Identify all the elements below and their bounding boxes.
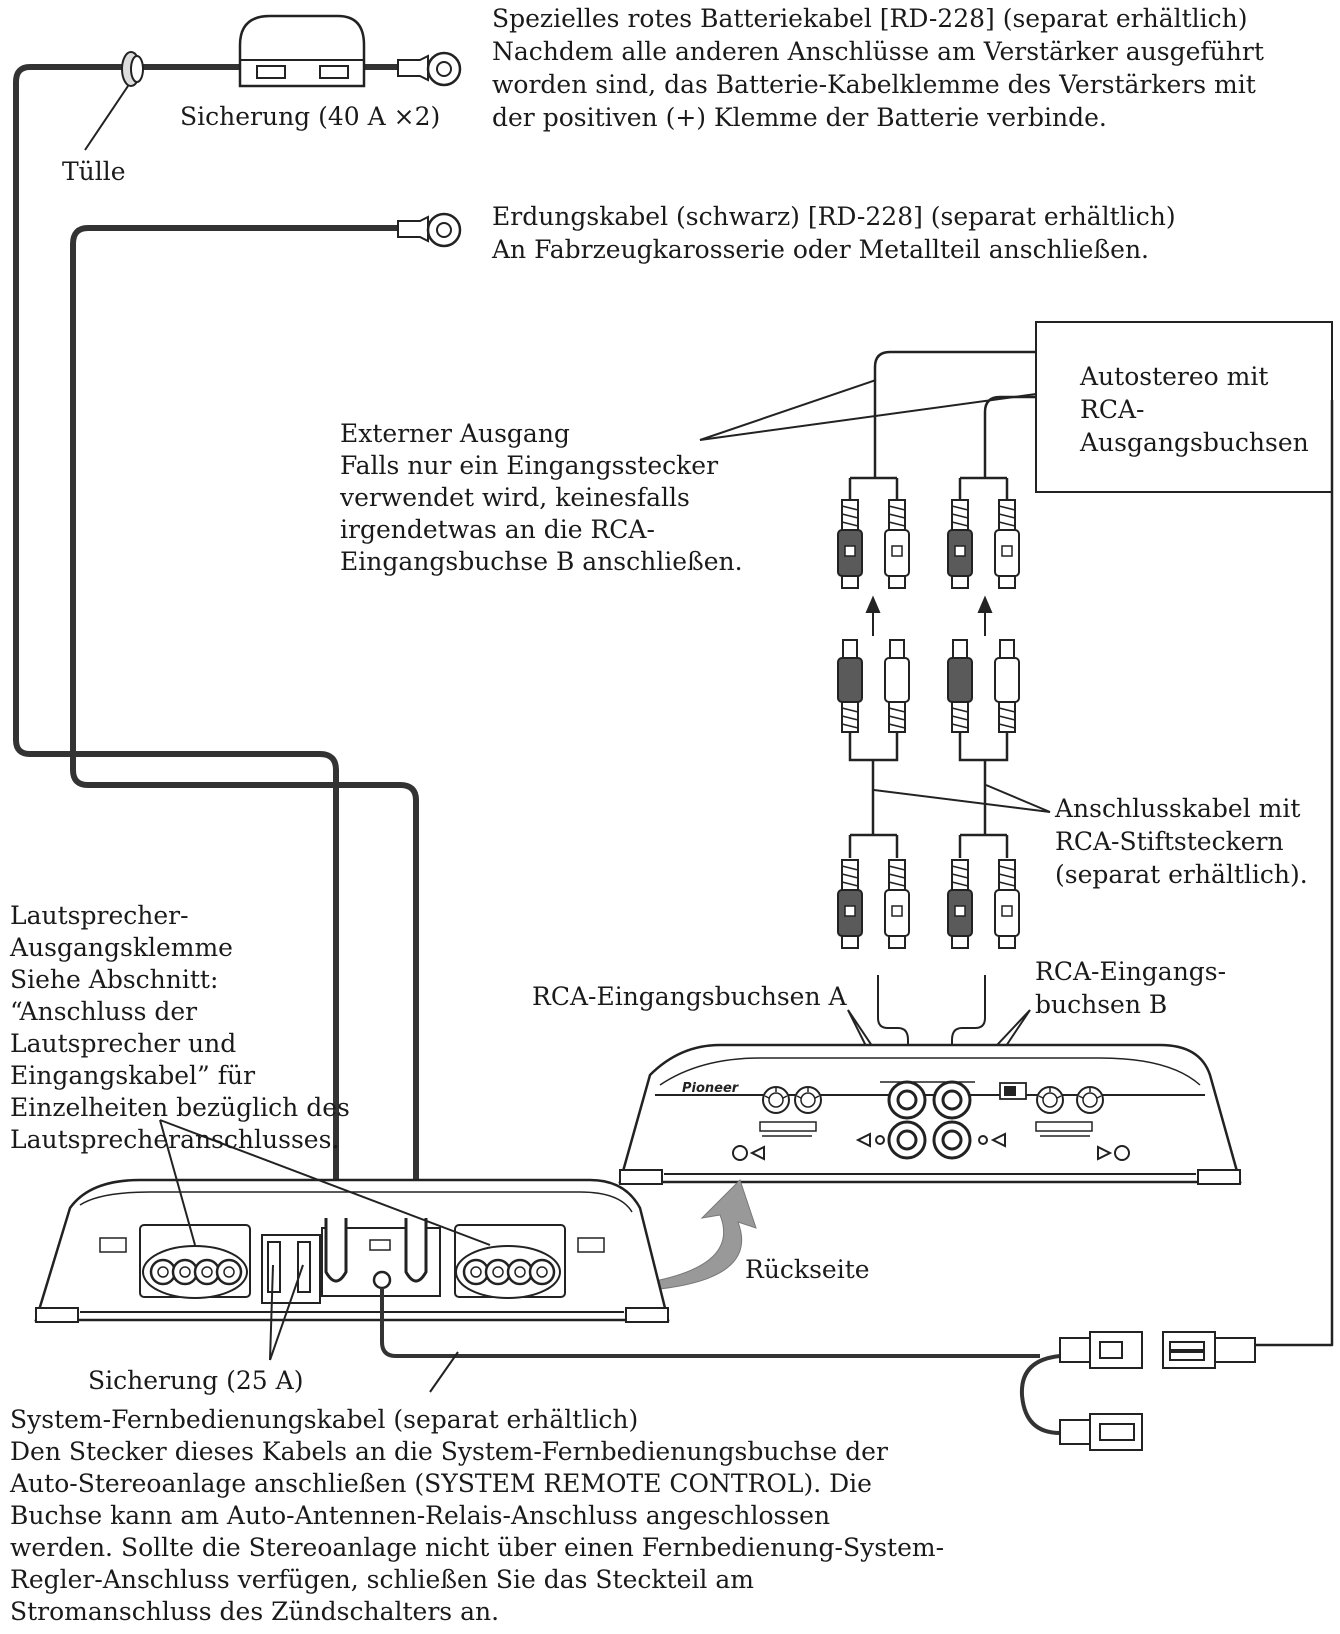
rca-cable-line: Anschlusskabel mit xyxy=(1055,794,1301,823)
battery-cable-line: Spezielles rotes Batteriekabel [RD-228] … xyxy=(492,4,1248,33)
remote-cable-line: Regler-Anschluss verfügen, schließen Sie… xyxy=(10,1565,754,1594)
external-output-note: Externer Ausgang Falls nur ein Eingangss… xyxy=(340,418,743,578)
autostereo-line: Ausgangsbuchsen xyxy=(1080,428,1309,457)
grommet-label: Tülle xyxy=(62,157,126,186)
external-output-line: verwendet wird, keinesfalls xyxy=(340,483,690,512)
battery-ring-terminal-icon xyxy=(397,51,462,87)
speaker-output-line: Eingangskabel” für xyxy=(10,1061,256,1090)
speaker-output-line: Einzelheiten bezüglich des xyxy=(10,1093,350,1122)
remote-cable-line: Den Stecker dieses Kabels an die System-… xyxy=(10,1437,888,1466)
remote-cable-line: Stromanschluss des Zündschalters an. xyxy=(10,1597,500,1626)
battery-cable-line: der positiven (+) Klemme der Batterie ve… xyxy=(492,103,1107,132)
rca-input-jacks-b xyxy=(932,1080,972,1160)
autostereo-line: RCA- xyxy=(1080,395,1145,424)
rca-cable-line: RCA-Stiftsteckern xyxy=(1055,827,1284,856)
fuse-25a-pointer xyxy=(269,1264,304,1361)
ground-cable-description: Erdungskabel (schwarz) [RD-228] (separat… xyxy=(492,200,1176,266)
remote-cable-pointer xyxy=(429,1351,459,1393)
autostereo-label: Autostereo mit RCA- Ausgangsbuchsen xyxy=(1080,360,1309,459)
amplifier-rear-panel xyxy=(618,1043,1242,1185)
head-unit-rca-plugs xyxy=(837,499,1020,589)
ground-cable xyxy=(70,225,419,1218)
rca-cable-label: Anschlusskabel mit RCA-Stiftsteckern (se… xyxy=(1055,792,1308,891)
head-unit-rca-cables xyxy=(848,350,1334,1347)
remote-cable-line: System-Fernbedienungskabel (separat erhä… xyxy=(10,1405,639,1434)
rca-cable-line: (separat erhältlich). xyxy=(1055,860,1308,889)
amp-ground-screws xyxy=(732,1132,1130,1161)
external-output-line: irgendetwas an die RCA- xyxy=(340,515,655,544)
autostereo-line: Autostereo mit xyxy=(1080,362,1269,391)
rca-cable-pointer xyxy=(873,784,1051,813)
rear-side-arrow-icon xyxy=(649,1179,757,1291)
remote-cable-line: Buchse kann am Auto-Antennen-Relais-Ansc… xyxy=(10,1501,831,1530)
amplifier-front-panel xyxy=(34,1178,670,1323)
battery-cable-line: worden sind, das Batterie-Kabelklemme de… xyxy=(492,70,1256,99)
rca-input-b-label: RCA-Eingangs- buchsen B xyxy=(1035,955,1226,1021)
rca-input-a-label: RCA-Eingangsbuchsen A xyxy=(532,982,847,1011)
input-select-switch xyxy=(999,1082,1027,1100)
battery-cable-line: Nachdem alle anderen Anschlüsse am Verst… xyxy=(492,37,1264,66)
system-remote-cable xyxy=(380,1288,1061,1435)
rca-input-b-line: RCA-Eingangs- xyxy=(1035,957,1227,986)
battery-cable-description: Spezielles rotes Batteriekabel [RD-228] … xyxy=(492,2,1264,134)
rca-input-b-line: buchsen B xyxy=(1035,990,1168,1019)
ground-ring-terminal-icon xyxy=(397,212,462,248)
rca-cable-wires xyxy=(848,732,1009,858)
external-output-line: Falls nur ein Eingangsstecker xyxy=(340,451,719,480)
grommet-icon xyxy=(84,51,144,151)
remote-cable-description: System-Fernbedienungskabel (separat erhä… xyxy=(10,1404,944,1628)
amp-brand-logo: Pioneer xyxy=(682,1081,740,1096)
rear-side-label: Rückseite xyxy=(745,1255,870,1284)
power-terminals xyxy=(324,1218,428,1290)
fuse-holder-icon xyxy=(238,14,366,88)
rca-input-jacks-a xyxy=(887,1080,927,1160)
external-output-line: Eingangsbuchse B anschließen. xyxy=(340,547,743,576)
connect-arrow-icons xyxy=(865,595,993,636)
rca-cable-upper-plugs xyxy=(837,639,1020,733)
rca-cable-lower-plugs xyxy=(837,859,1020,949)
speaker-output-line: Siehe Abschnitt: xyxy=(10,965,219,994)
remote-connector-icons xyxy=(1059,1331,1256,1451)
ground-cable-line: An Fabrzeugkarosserie oder Metallteil an… xyxy=(492,235,1150,264)
battery-cable xyxy=(13,64,398,1218)
fuse-40a-label: Sicherung (40 A ×2) xyxy=(180,102,441,131)
speaker-output-line: Ausgangsklemme xyxy=(10,933,233,962)
speaker-terminal-screws xyxy=(142,1245,561,1299)
external-output-pointer xyxy=(699,379,1037,441)
fuse-25a-label: Sicherung (25 A) xyxy=(88,1366,304,1395)
external-output-line: Externer Ausgang xyxy=(340,419,570,448)
autostereo-box xyxy=(1035,321,1333,493)
speaker-output-pointer xyxy=(159,1119,491,1246)
speaker-output-line: Lautsprecher- xyxy=(10,901,189,930)
ground-cable-line: Erdungskabel (schwarz) [RD-228] (separat… xyxy=(492,202,1176,231)
speaker-output-line: Lautsprecheranschlusses. xyxy=(10,1125,340,1154)
remote-cable-line: werden. Sollte die Stereoanlage nicht üb… xyxy=(10,1533,945,1562)
speaker-output-line: Lautsprecher und xyxy=(10,1029,237,1058)
remote-cable-line: Auto-Stereoanlage anschließen (SYSTEM RE… xyxy=(10,1469,872,1498)
speaker-output-line: “Anschluss der xyxy=(10,997,198,1026)
speaker-output-note: Lautsprecher- Ausgangsklemme Siehe Absch… xyxy=(10,900,350,1156)
